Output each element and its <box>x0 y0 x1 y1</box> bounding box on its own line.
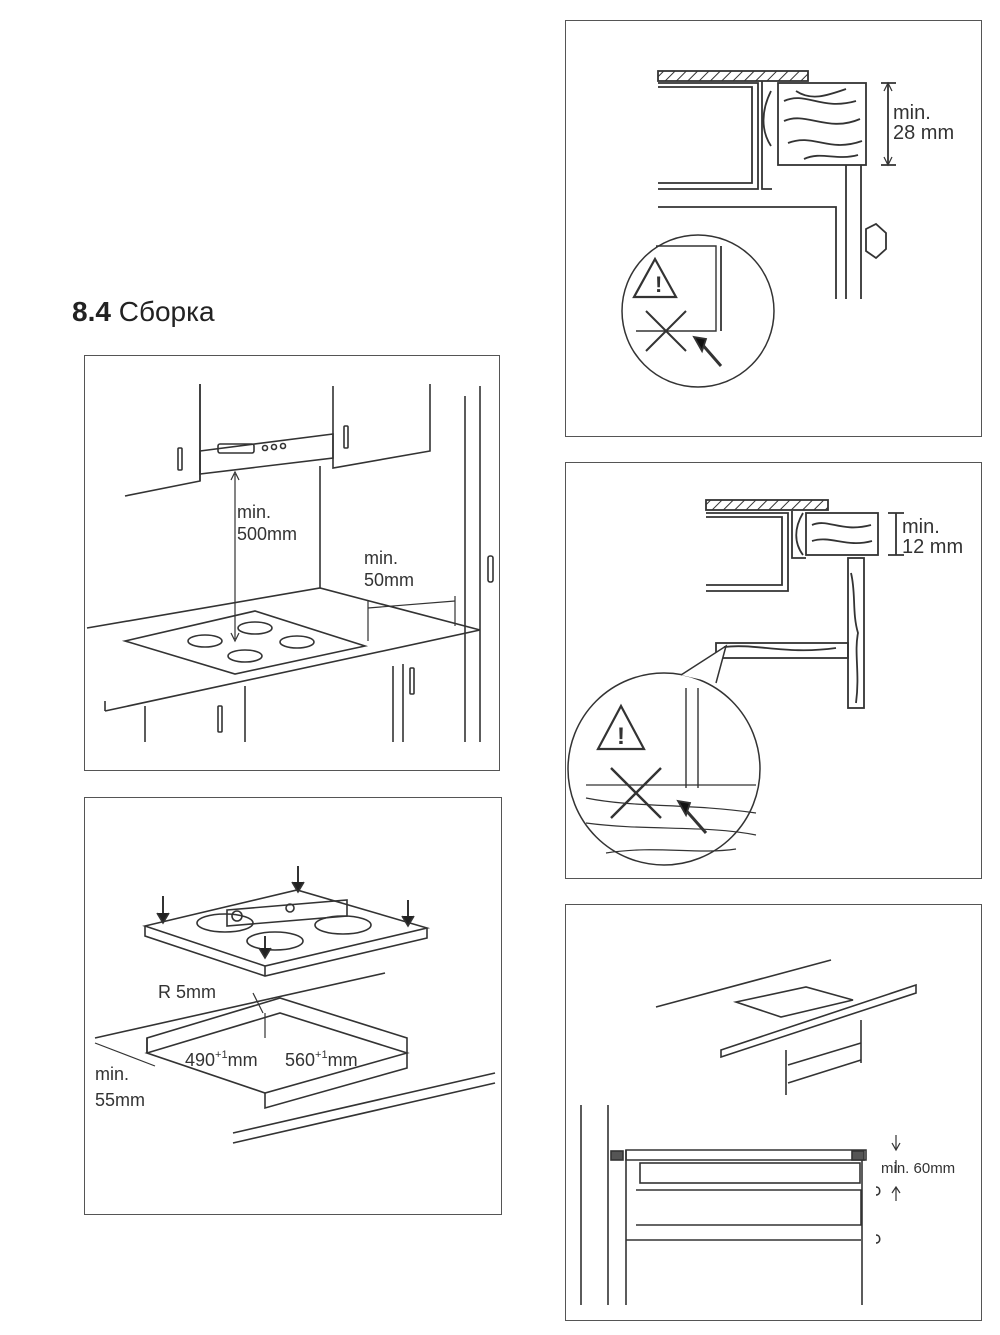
panel-oven-clearance: min. 60mm <box>565 904 982 1321</box>
cutout-depth-tolerance: +1 <box>315 1049 328 1061</box>
section-title: Сборка <box>118 296 215 327</box>
cutout-width-label: 490+1mm <box>185 1049 258 1070</box>
cutout-illustration: R 5mm 490+1mm 560+1mm min. 55mm <box>94 866 496 1144</box>
cutout-width-tolerance: +1 <box>215 1049 228 1061</box>
worktop-thickness12-label-line2: 12 mm <box>902 536 963 558</box>
edge-distance-label-line1: min. <box>95 1064 129 1084</box>
oven-gap-label: min. 60mm <box>881 1160 955 1177</box>
worktop-thickness-label-line2: 28 mm <box>893 122 954 144</box>
side-gap-label-line1: min. <box>364 548 398 568</box>
cutout-depth-label: 560+1mm <box>285 1049 358 1070</box>
hood-height-label-line2: 500mm <box>237 524 297 544</box>
warning-exclamation: ! <box>655 272 662 297</box>
worktop-12mm-illustration: ! min. 12 mm <box>567 499 963 866</box>
cutout-width-unit: mm <box>228 1050 258 1070</box>
cutout-depth-unit: mm <box>328 1050 358 1070</box>
cutout-depth-value: 560 <box>285 1050 315 1070</box>
section-number: 8.4 <box>72 296 111 327</box>
panel-hood-clearance: min. 500mm min. 50mm <box>84 355 500 771</box>
panel-worktop-12mm: ! min. 12 mm <box>565 462 982 879</box>
hood-clearance-illustration: min. 500mm min. 50mm <box>86 384 494 742</box>
corner-radius-label: R 5mm <box>158 982 216 1002</box>
section-heading: 8.4 Сборка <box>72 296 215 328</box>
hood-height-label-line1: min. <box>237 502 271 522</box>
warning-exclamation-2: ! <box>617 723 625 750</box>
edge-distance-label-line2: 55mm <box>95 1090 145 1110</box>
panel-worktop-28mm: ! min. 28 mm <box>565 20 982 437</box>
worktop-28mm-illustration: ! min. 28 mm <box>621 70 954 388</box>
cutout-width-value: 490 <box>185 1050 215 1070</box>
worktop-thickness12-label-line1: min. <box>902 516 940 538</box>
side-gap-label-line2: 50mm <box>364 570 414 590</box>
worktop-thickness-label-line1: min. <box>893 102 931 124</box>
oven-clearance-illustration: min. 60mm <box>580 959 955 1305</box>
panel-cutout-dimensions: R 5mm 490+1mm 560+1mm min. 55mm <box>84 797 502 1215</box>
